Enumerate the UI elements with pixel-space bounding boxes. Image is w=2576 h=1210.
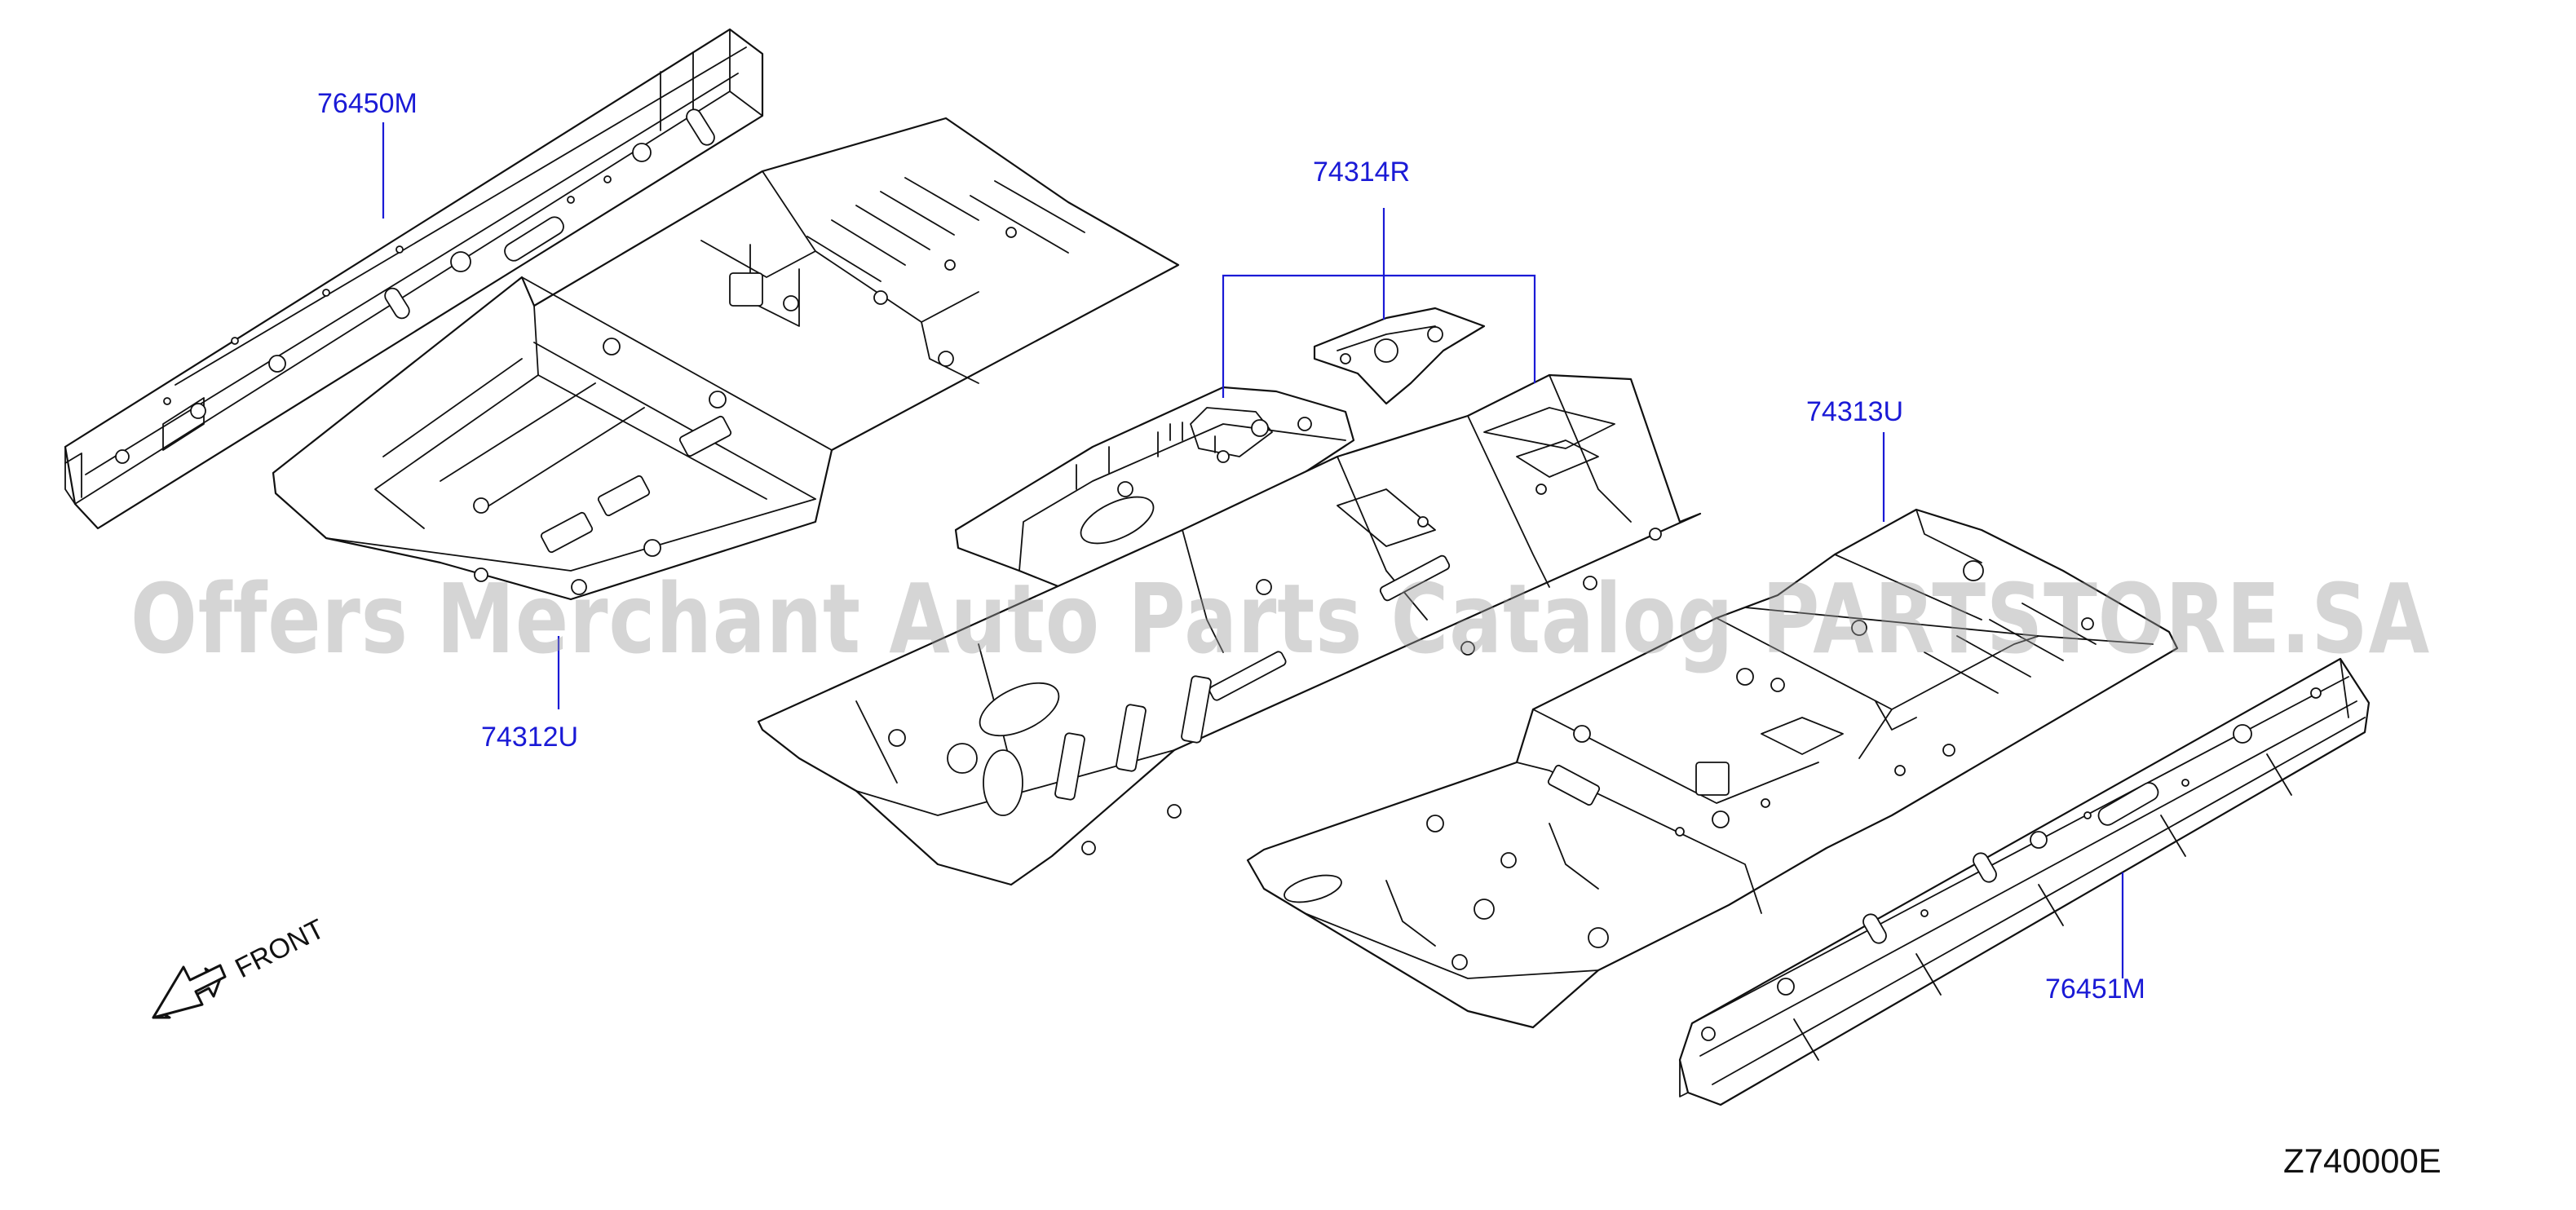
- leader-74314R-bracket: [1222, 274, 1536, 398]
- part-74312U-drawing[interactable]: [272, 117, 1180, 601]
- leader-lines: [382, 122, 2124, 978]
- part-label-76450M[interactable]: 76450M: [317, 88, 418, 119]
- part-74314R-drawing[interactable]: [954, 307, 1486, 589]
- part-76451M-drawing[interactable]: [1678, 657, 2371, 1106]
- part-76450M-drawing[interactable]: [64, 28, 764, 530]
- front-indicator: FRONT: [152, 913, 329, 1019]
- part-label-74313U[interactable]: 74313U: [1806, 396, 1903, 427]
- arrow-down-left-icon: [152, 964, 227, 1019]
- part-label-76451M[interactable]: 76451M: [2045, 974, 2145, 1005]
- watermark: Offers Merchant Auto Parts Catalog PARTS…: [130, 563, 2430, 675]
- diagram-code: Z740000E: [2283, 1142, 2441, 1180]
- part-label-74312U[interactable]: 74312U: [481, 722, 578, 753]
- front-label: FRONT: [230, 913, 329, 984]
- part-label-74314R[interactable]: 74314R: [1313, 157, 1410, 188]
- part-front-floor-right-drawing[interactable]: [1246, 508, 2179, 1029]
- part-74313U-drawing[interactable]: [757, 373, 1702, 886]
- part-labels: 76450M 74314R 74313U 74312U 76451M: [317, 88, 2145, 1005]
